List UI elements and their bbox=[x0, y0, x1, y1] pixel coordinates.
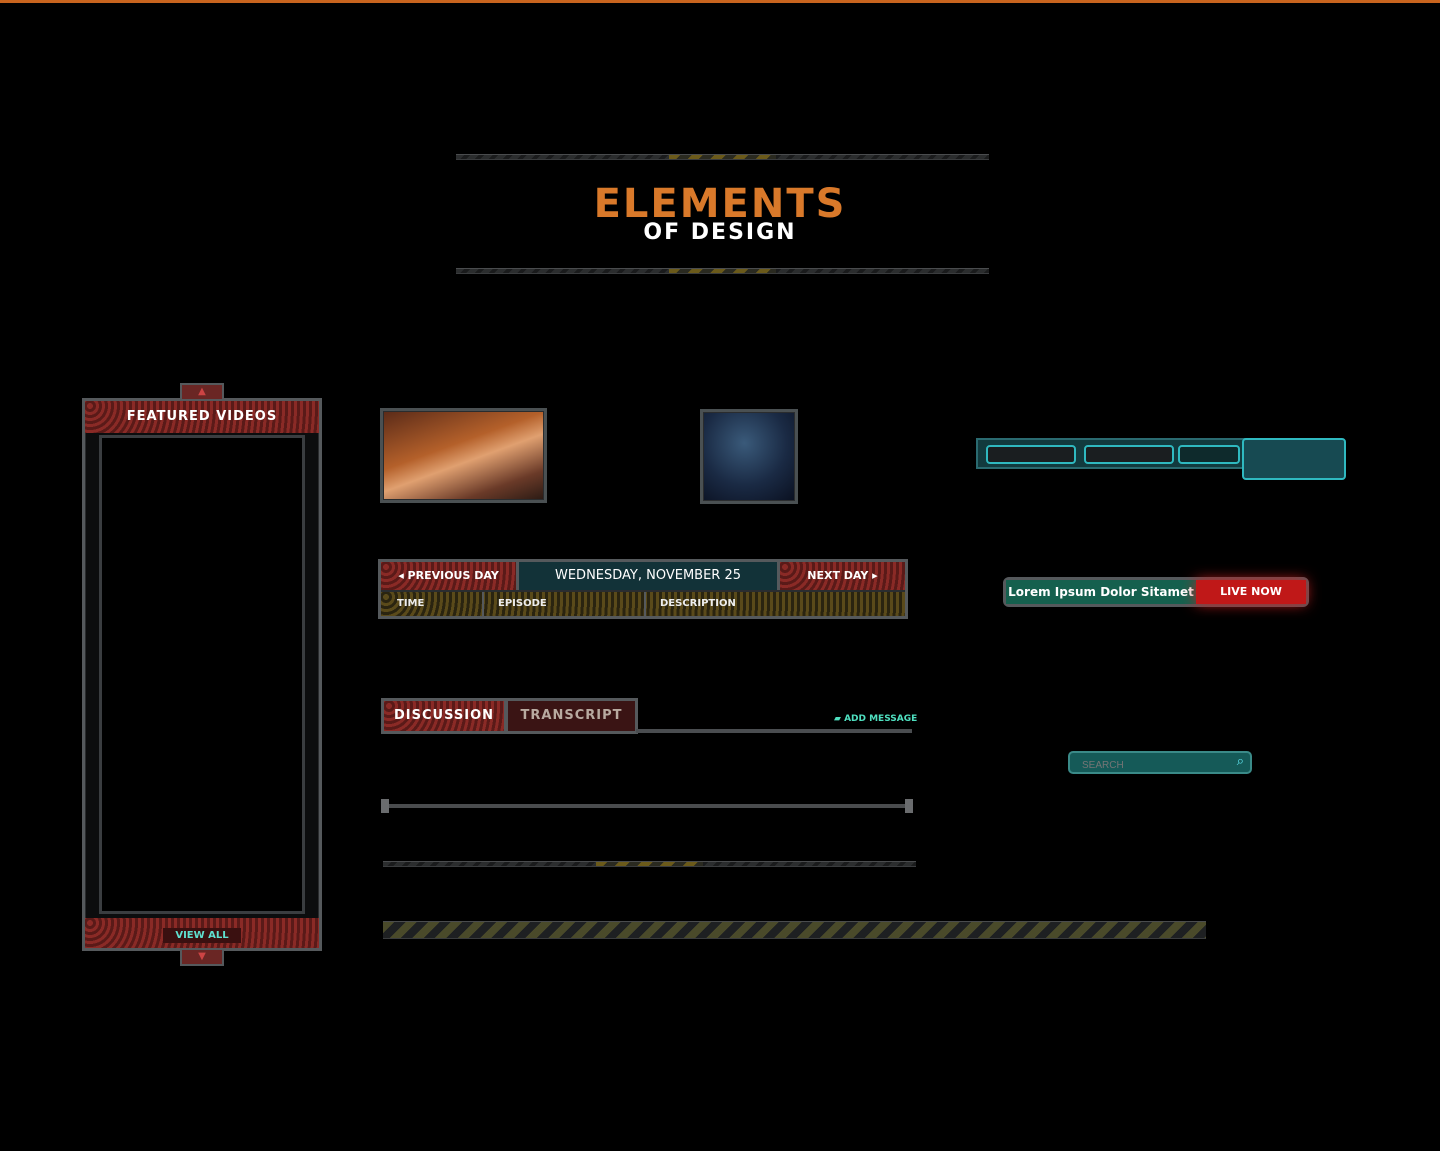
live-now-badge[interactable]: LIVE NOW bbox=[1196, 580, 1306, 604]
add-message-label: ADD MESSAGE bbox=[844, 714, 918, 724]
slider-track[interactable] bbox=[383, 804, 913, 808]
previous-day-button[interactable]: ◂ PREVIOUS DAY bbox=[381, 562, 516, 590]
teal-nav-bar bbox=[976, 438, 1246, 469]
nav-panel bbox=[1242, 438, 1346, 480]
ticker-text: Lorem Ipsum Dolor Sitamet bbox=[1006, 580, 1196, 604]
nav-slot-3[interactable] bbox=[1178, 445, 1240, 464]
tabs-bar: DISCUSSION TRANSCRIPT bbox=[381, 698, 638, 734]
column-episode: EPISODE bbox=[484, 592, 646, 616]
schedule-date: WEDNESDAY, NOVEMBER 25 bbox=[516, 562, 780, 590]
search-input[interactable] bbox=[1070, 756, 1220, 775]
video-thumbnail[interactable] bbox=[380, 408, 547, 503]
tab-transcript[interactable]: TRANSCRIPT bbox=[504, 701, 635, 731]
featured-videos-panel: FEATURED VIDEOS VIEW ALL bbox=[82, 398, 322, 951]
page-subtitle: OF DESIGN bbox=[643, 220, 797, 245]
featured-header: FEATURED VIDEOS bbox=[85, 401, 319, 433]
divider-wide bbox=[383, 921, 1206, 939]
divider-bottom bbox=[456, 268, 989, 274]
next-day-button[interactable]: NEXT DAY ▸ bbox=[780, 562, 905, 590]
search-box[interactable]: ⌕ bbox=[1068, 751, 1252, 775]
message-icon: ▰ bbox=[834, 714, 845, 724]
schedule-bar: ◂ PREVIOUS DAY WEDNESDAY, NOVEMBER 25 NE… bbox=[378, 559, 908, 619]
column-description: DESCRIPTION bbox=[660, 598, 736, 609]
nav-slot-2[interactable] bbox=[1084, 445, 1174, 464]
divider-medium bbox=[383, 861, 916, 867]
avatar-thumbnail[interactable] bbox=[700, 409, 798, 504]
tabs-underline bbox=[636, 729, 912, 733]
tab-discussion[interactable]: DISCUSSION bbox=[384, 701, 504, 731]
scroll-down-arrow-icon[interactable]: ▼ bbox=[180, 948, 224, 966]
column-time: TIME bbox=[381, 592, 484, 616]
divider-top bbox=[456, 154, 989, 160]
add-message-button[interactable]: ▰ ADD MESSAGE bbox=[834, 714, 917, 724]
view-all-link[interactable]: VIEW ALL bbox=[163, 928, 241, 943]
featured-content bbox=[99, 435, 305, 914]
page-title: ELEMENTS bbox=[593, 181, 847, 227]
slider-handle-left[interactable] bbox=[381, 799, 389, 813]
slider-handle-right[interactable] bbox=[905, 799, 913, 813]
search-icon[interactable]: ⌕ bbox=[1236, 754, 1244, 769]
scroll-up-arrow-icon[interactable]: ▲ bbox=[180, 383, 224, 401]
nav-slot-1[interactable] bbox=[986, 445, 1076, 464]
live-ticker: Lorem Ipsum Dolor Sitamet LIVE NOW bbox=[1003, 577, 1309, 607]
